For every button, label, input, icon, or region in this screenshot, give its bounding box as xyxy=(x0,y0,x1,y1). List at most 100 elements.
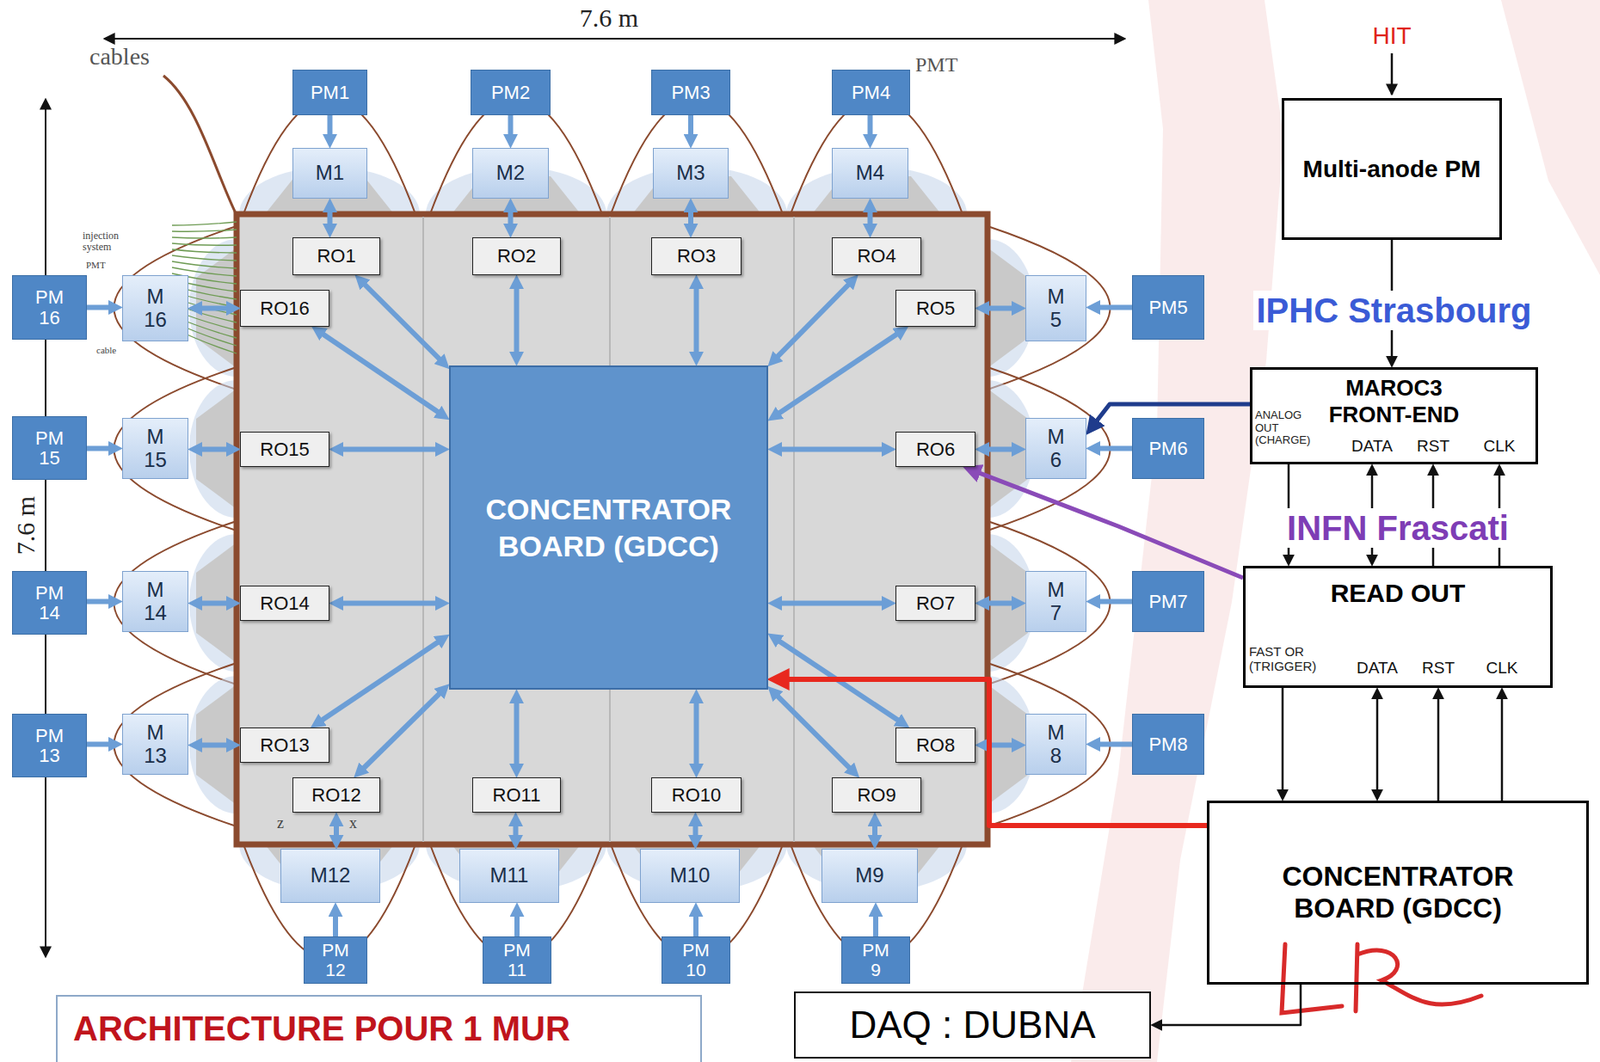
node-label: RO8 xyxy=(916,734,955,757)
connector-arrow xyxy=(86,599,116,605)
connector-arrow xyxy=(1094,599,1133,605)
connector-arrow xyxy=(983,447,1019,453)
node-label: M3 xyxy=(676,161,705,185)
pm-box: PM2 xyxy=(470,69,551,116)
connector-arrow xyxy=(196,447,234,453)
wall-illustration-part xyxy=(793,216,795,843)
wall-illustration-part xyxy=(172,229,237,232)
node-label: PM5 xyxy=(1148,297,1188,318)
readout-box: RO3 xyxy=(651,237,742,276)
module-box: M4 xyxy=(831,147,909,199)
connector-arrow xyxy=(775,447,889,453)
node-label: PM 16 xyxy=(35,287,64,327)
annotation: cables xyxy=(89,43,150,70)
node-label: PM 14 xyxy=(35,583,64,623)
node-label: M4 xyxy=(855,161,885,185)
annotation: injection system xyxy=(82,230,136,254)
connector-arrow xyxy=(360,280,444,364)
signal-name: DATA xyxy=(1356,658,1398,677)
pm-box: PM 16 xyxy=(12,275,87,340)
node-label: RO9 xyxy=(856,784,896,807)
connector-arrow xyxy=(867,115,874,142)
wall-illustration-part xyxy=(114,521,238,685)
group-heading: INFN Frascati xyxy=(1283,508,1513,548)
module-box: M11 xyxy=(459,849,560,904)
readout-box: RO15 xyxy=(240,431,330,468)
pm-box: PM 9 xyxy=(841,936,911,985)
connector-arrow xyxy=(867,206,874,231)
connector-arrow xyxy=(514,910,520,938)
node-label: READ OUT xyxy=(1330,578,1466,609)
node-label: PM7 xyxy=(1148,591,1188,612)
readout-box: RO2 xyxy=(472,237,561,276)
node-label: Multi-anode PM xyxy=(1303,155,1482,184)
wall-illustration-part xyxy=(114,663,238,827)
caption-box: ARCHITECTURE POUR 1 MUR xyxy=(55,995,702,1062)
node-label: PM 13 xyxy=(35,726,64,766)
node-label: RO10 xyxy=(671,784,721,807)
node-label: PM3 xyxy=(670,82,710,103)
connector-arrow xyxy=(86,446,116,452)
signal-name: RST xyxy=(1416,436,1450,456)
connector-arrow xyxy=(1437,694,1440,801)
node-label: PM8 xyxy=(1148,734,1188,755)
wall-illustration-part xyxy=(430,98,603,216)
connector-arrow xyxy=(773,280,853,362)
node-label: PM2 xyxy=(491,82,530,103)
connector-arrow xyxy=(983,306,1019,312)
connector-arrow xyxy=(86,305,116,311)
module-box: M 7 xyxy=(1025,571,1087,633)
readout-box: RO4 xyxy=(831,237,922,276)
wall-illustration-part xyxy=(163,75,237,216)
dimension-label: 7.6 m xyxy=(576,3,642,33)
node-label: RO7 xyxy=(916,592,955,616)
node-label: PM 15 xyxy=(35,428,64,468)
signal-name: FAST OR (TRIGGER) xyxy=(1249,645,1329,675)
node-label: M 16 xyxy=(143,285,167,332)
connector-arrow xyxy=(514,283,520,359)
connector-arrow xyxy=(508,206,514,231)
node-label: M 7 xyxy=(1047,578,1065,625)
wall-illustration-part xyxy=(243,98,416,216)
readout-box: RO13 xyxy=(240,727,330,764)
wall-illustration-part xyxy=(172,261,237,269)
connector-arrow xyxy=(327,206,333,231)
wall-illustration-part xyxy=(196,542,237,664)
connector-arrow xyxy=(1501,694,1504,801)
connector-arrow xyxy=(694,697,700,771)
connector-arrow xyxy=(1094,446,1133,452)
annotation: cable xyxy=(96,344,117,356)
wall-illustration-part xyxy=(114,226,238,390)
module-box: M9 xyxy=(821,849,918,904)
node-label: RO11 xyxy=(492,784,542,807)
readout-box: RO14 xyxy=(240,585,330,622)
wall-illustration-part xyxy=(610,98,783,216)
wall-illustration-part xyxy=(114,367,238,531)
readout-box: RO6 xyxy=(895,431,976,468)
dimension-label: 7.6 m xyxy=(11,492,41,559)
wall-illustration-part xyxy=(1501,0,1600,276)
node-label: CONCENTRATOR BOARD (GDCC) xyxy=(486,491,733,565)
wall-illustration-part xyxy=(172,249,237,253)
readout-box: RO1 xyxy=(292,237,381,276)
node-label: PM6 xyxy=(1148,438,1188,459)
connector-arrow xyxy=(317,639,444,724)
module-box: M 5 xyxy=(1025,275,1087,342)
pm-box: PM7 xyxy=(1132,571,1205,633)
connector-arrow xyxy=(196,601,234,607)
connector-arrow xyxy=(318,331,444,416)
connector-arrow xyxy=(327,115,333,142)
connector-arrow xyxy=(775,601,889,607)
pm-box: PM3 xyxy=(651,69,731,116)
connector-arrow xyxy=(508,115,514,142)
node-label: RO4 xyxy=(856,245,896,268)
connector-arrow xyxy=(872,820,878,843)
node-label: M2 xyxy=(496,161,525,185)
process-box: CONCENTRATOR BOARD (GDCC) xyxy=(449,365,769,690)
connector-arrow xyxy=(337,447,443,453)
readout-box: RO5 xyxy=(895,289,976,327)
connector-arrow xyxy=(774,331,902,418)
node-label: M12 xyxy=(310,864,351,887)
pm-box: PM5 xyxy=(1132,275,1205,340)
node-label: MAROC3 FRONT-END xyxy=(1308,375,1481,429)
